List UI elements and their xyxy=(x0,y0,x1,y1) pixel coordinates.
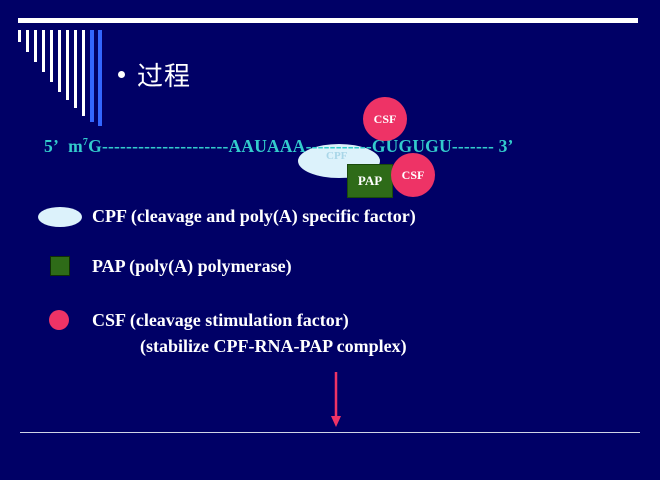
sequence-dashes-3: ------- xyxy=(451,136,495,156)
legend-csf-icon xyxy=(49,310,69,330)
pap-box: PAP xyxy=(347,164,393,198)
gu-rich-element: GUGUGU xyxy=(371,136,452,156)
sequence-dashes-1: --------------------- xyxy=(101,136,229,156)
legend-pap-icon xyxy=(50,256,70,276)
cap-m: m xyxy=(68,136,83,156)
down-arrow-icon xyxy=(331,372,341,427)
mrna-sequence: 5’ m7G---------------------AAUAAA-------… xyxy=(44,136,514,157)
top-rule xyxy=(18,18,638,23)
cap-superscript: 7 xyxy=(82,137,89,149)
polyadenylation-signal: AAUAAA xyxy=(228,136,306,156)
sequence-dashes-2: ----------- xyxy=(305,136,372,156)
five-prime-end: 5’ xyxy=(44,136,59,156)
csf-circle-bottom: CSF xyxy=(391,153,435,197)
legend-pap-text: PAP (poly(A) polymerase) xyxy=(92,256,292,276)
bullet-dot xyxy=(118,71,125,78)
slide-title: 过程 xyxy=(118,56,191,93)
bottom-rule xyxy=(20,432,640,433)
legend-cpf-text: CPF (cleavage and poly(A) specific facto… xyxy=(92,206,416,226)
cpf-complex-label: CPF xyxy=(326,150,348,162)
csf-circle-top: CSF xyxy=(363,97,407,141)
legend-csf-text: CSF (cleavage stimulation factor) xyxy=(92,310,349,330)
legend-cpf-icon xyxy=(38,207,82,227)
cap-g: G xyxy=(88,136,102,156)
title-text: 过程 xyxy=(137,62,192,92)
legend-csf-note: (stabilize CPF-RNA-PAP complex) xyxy=(140,336,407,356)
three-prime-end: 3’ xyxy=(498,136,514,156)
decorative-bars xyxy=(18,30,102,126)
